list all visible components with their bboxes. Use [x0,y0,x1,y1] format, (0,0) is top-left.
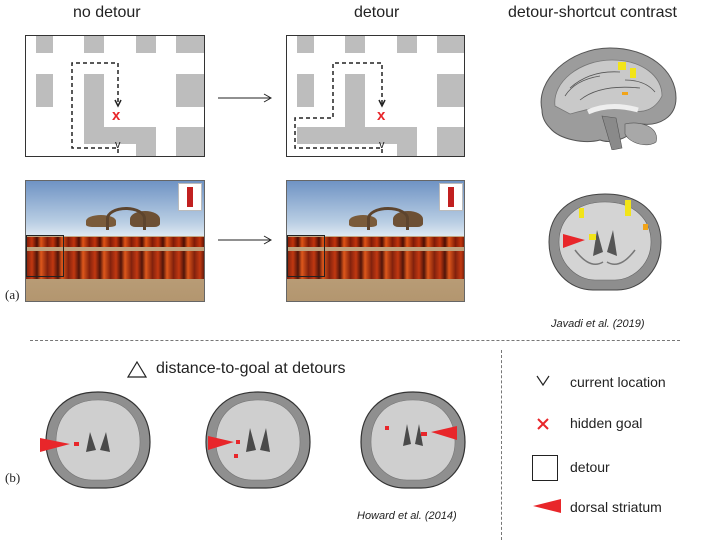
panel-label-a: (a) [5,287,20,302]
maze-wall [297,127,417,144]
maze-detour: x v [286,35,465,157]
detour-box-icon [532,455,558,481]
maze-wall [397,127,417,156]
maze-wall [437,36,464,53]
legend-label-dorsal-striatum: dorsal striatum [570,499,662,515]
coronal-brain-1 [40,391,151,489]
panel-label-b: (b) [5,470,21,485]
legend-label-current-location: current location [570,374,666,390]
maze-path [71,62,122,153]
vr-rock-arch [349,207,423,230]
maze-wall [136,127,156,156]
red-wedge-icon [208,436,234,450]
activation-blob [643,224,648,230]
maze-wall [437,74,464,107]
maze-wall [84,74,104,127]
maze-wall [397,36,417,53]
activation-blob [618,62,626,70]
sagittal-brain-image [540,47,677,150]
transition-arrow [218,235,273,245]
goal-statue-icon [439,183,463,211]
activation-blob [234,454,238,458]
activation-blob [630,68,636,78]
hidden-goal-icon [537,418,549,430]
coronal-brain-3 [360,391,466,489]
activation-blob [589,234,596,240]
maze-no-detour: x v [25,35,205,157]
detour-box [287,235,325,277]
maze-wall [345,36,365,53]
activation-blob [385,426,389,430]
legend-separator [501,350,502,540]
legend: current location hidden goal detour dors… [532,370,702,530]
maze-wall [345,74,365,127]
section-b-title: distance-to-goal at detours [156,360,346,377]
maze-wall [36,36,53,53]
header-detour: detour [354,4,400,21]
maze-wall [36,74,53,107]
maze-wall [136,36,156,53]
current-location-icon [536,375,550,387]
section-separator [30,340,680,341]
maze-wall [297,36,314,53]
red-wedge-icon [431,426,457,440]
red-wedge-icon [533,499,561,513]
vr-rock-arch [86,207,160,230]
header-contrast: detour-shortcut contrast [508,4,677,21]
transition-arrow [218,93,273,103]
activation-blob [625,200,631,216]
red-wedge-icon [563,234,585,248]
hidden-goal-icon: x [112,107,121,124]
maze-wall [176,127,204,156]
legend-label-detour: detour [570,459,610,475]
hidden-goal-icon: x [377,107,386,124]
maze-wall [176,36,204,53]
citation-javadi: Javadi et al. (2019) [551,318,645,330]
red-wedge-icon [40,438,70,452]
maze-path [294,62,386,153]
maze-wall [84,36,104,53]
current-location-icon: v [379,139,385,151]
triangle-delta-icon [127,361,147,378]
activation-blob [74,442,79,446]
detour-box [26,235,64,277]
activation-blob [236,440,240,444]
maze-wall [437,127,464,156]
citation-howard: Howard et al. (2014) [357,510,457,522]
legend-label-hidden-goal: hidden goal [570,415,643,431]
coronal-brain-2 [205,391,311,489]
goal-statue-icon [178,183,202,211]
activation-blob [579,208,584,218]
maze-wall [176,74,204,107]
activation-blob [421,432,427,436]
current-location-icon: v [115,139,121,151]
coronal-brain-image [548,193,662,291]
vr-view-no-detour [25,180,205,302]
activation-blob [622,92,628,95]
maze-wall [297,74,314,107]
vr-view-detour [286,180,465,302]
header-no-detour: no detour [73,4,141,21]
